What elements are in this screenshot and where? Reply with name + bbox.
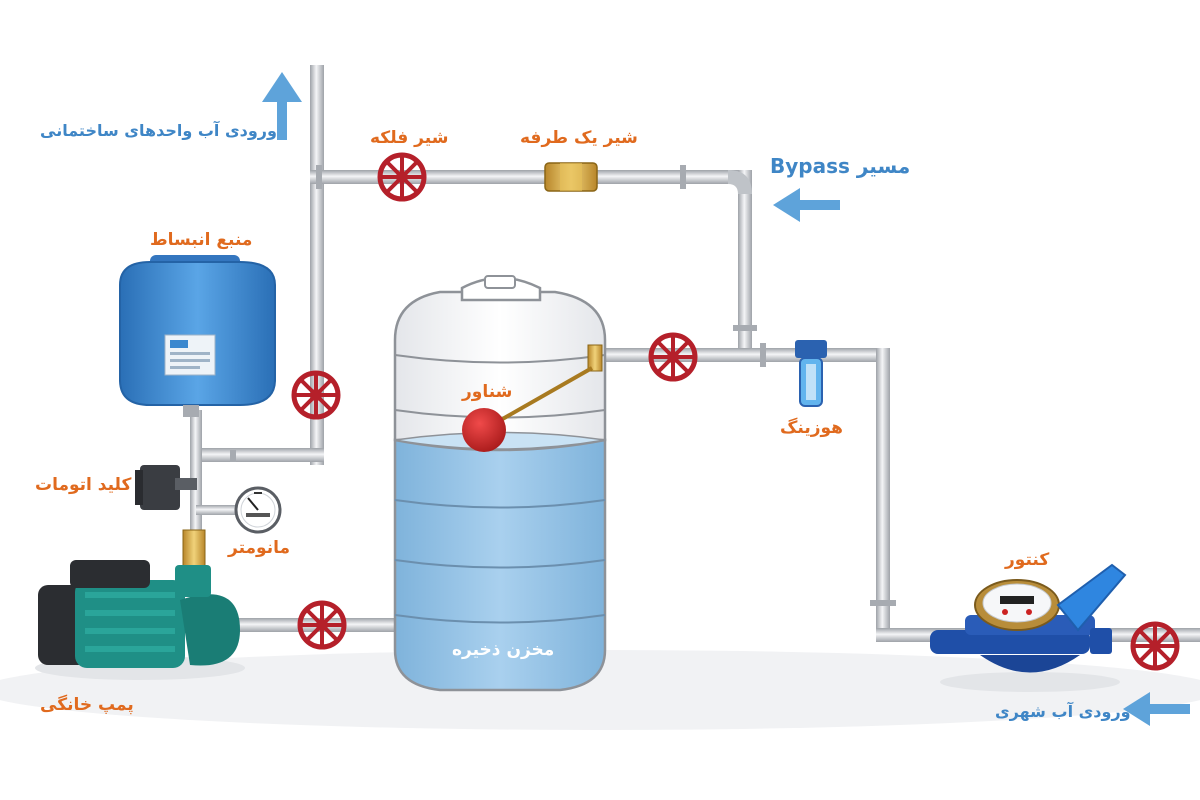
home-pump [35, 560, 245, 680]
expansion-tank-label: منبع انبساط [150, 230, 253, 250]
arrow-bypass-left [773, 188, 840, 222]
float-label: شناور [462, 382, 513, 402]
brass-fitting [182, 529, 206, 569]
water-meter-label: کنتور [1005, 550, 1050, 570]
arrow-building-up [262, 72, 302, 140]
gate-valve-top[interactable] [380, 155, 424, 199]
float-assembly [462, 344, 603, 452]
expansion-tank [119, 255, 276, 417]
gate-valve-tank-inlet[interactable] [651, 335, 695, 379]
water-meter [930, 563, 1127, 692]
bypass-label: مسیر Bypass [770, 154, 911, 178]
pressure-switch-label: کلید اتومات [35, 475, 132, 495]
gate-valve-label: شیر فلکه [370, 128, 449, 148]
gate-valve-city[interactable] [1133, 624, 1177, 668]
home-pump-label: پمپ خانگی [40, 695, 134, 715]
storage-tank-label: مخزن ذخیره [452, 640, 555, 660]
city-inlet-label: ورودی آب شهری [995, 702, 1131, 721]
arrow-city-left [1123, 692, 1190, 726]
housing-filter [795, 340, 827, 407]
float-ball [462, 408, 506, 452]
gate-valve-expansion[interactable] [294, 373, 338, 417]
manometer-label: مانومتر [228, 538, 290, 558]
pressure-switch [135, 465, 197, 510]
building-inlet-label: ورودی آب واحدهای ساختمانی [40, 121, 277, 140]
gate-valve-pump[interactable] [300, 603, 344, 647]
check-valve-body [544, 162, 598, 192]
floor-shadow [0, 650, 1200, 730]
check-valve-label: شیر یک طرفه [520, 128, 638, 148]
storage-tank [393, 275, 607, 692]
manometer-gauge [234, 486, 282, 534]
housing-filter-label: هوزینگ [780, 418, 843, 438]
